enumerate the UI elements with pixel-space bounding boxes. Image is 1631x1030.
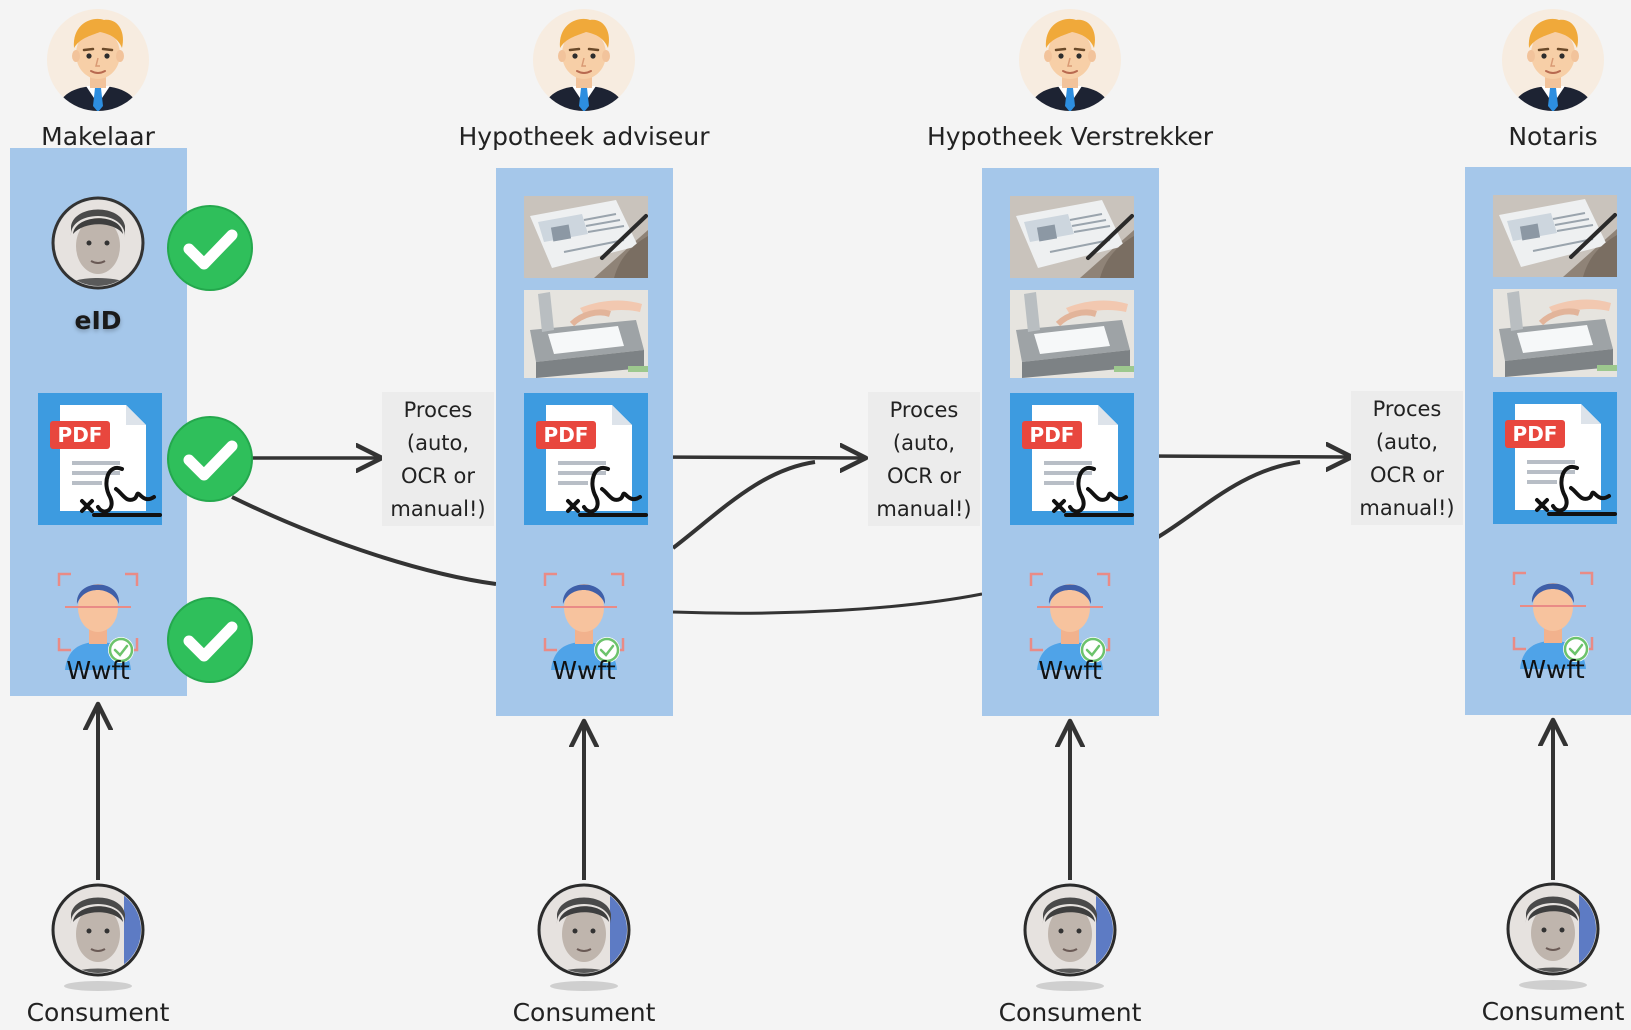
role-label-hypotheek-verstrekker: Hypotheek Verstrekker bbox=[926, 122, 1214, 151]
advisor-avatar-icon bbox=[1018, 8, 1122, 116]
consumer-label: Consument bbox=[26, 998, 170, 1027]
scanner-photo-icon bbox=[1010, 290, 1134, 382]
wwft-label: Wwft bbox=[1521, 655, 1585, 684]
consumer-photo-icon bbox=[48, 882, 148, 996]
process-line: manual!) bbox=[1359, 496, 1455, 520]
svg-text:PDF: PDF bbox=[58, 423, 103, 447]
process-line: (auto, bbox=[1375, 430, 1439, 454]
pdf-signed-icon: PDF bbox=[1010, 393, 1134, 529]
process-line: manual!) bbox=[876, 497, 972, 521]
advisor-avatar-icon bbox=[1501, 8, 1605, 116]
scanner-photo-icon bbox=[1493, 289, 1617, 381]
eid-label: eID bbox=[74, 306, 122, 335]
process-line: (auto, bbox=[892, 431, 956, 455]
svg-text:PDF: PDF bbox=[1030, 423, 1075, 447]
curve-connector bbox=[231, 495, 497, 586]
svg-text:PDF: PDF bbox=[1513, 422, 1558, 446]
curve-connector bbox=[671, 460, 816, 550]
process-line: (auto, bbox=[406, 431, 470, 455]
passport-photo-icon bbox=[1010, 196, 1134, 282]
check-icon bbox=[166, 596, 254, 688]
flow-arrow bbox=[647, 457, 862, 458]
wwft-label: Wwft bbox=[552, 656, 616, 685]
pdf-signed-icon: PDF bbox=[524, 393, 648, 529]
role-label-hypotheek-adviseur: Hypotheek adviseur bbox=[458, 122, 710, 151]
consumer-label: Consument bbox=[1481, 997, 1625, 1026]
curve-connector bbox=[672, 592, 983, 615]
check-icon bbox=[166, 204, 254, 296]
flow-arrow bbox=[1132, 456, 1348, 457]
advisor-avatar-icon bbox=[46, 8, 150, 116]
process-box: Proces (auto, OCR or manual!) bbox=[868, 392, 980, 526]
svg-text:PDF: PDF bbox=[544, 423, 589, 447]
curve-connector bbox=[1156, 460, 1301, 539]
process-line: manual!) bbox=[390, 497, 486, 521]
process-line: OCR or bbox=[401, 464, 475, 488]
consumer-photo-icon bbox=[1020, 882, 1120, 996]
passport-photo-icon bbox=[1493, 195, 1617, 281]
pdf-signed-icon: PDF bbox=[1493, 392, 1617, 528]
face-scan-icon bbox=[1510, 569, 1596, 673]
advisor-avatar-icon bbox=[532, 8, 636, 116]
process-line: Proces bbox=[403, 398, 473, 422]
face-scan-icon bbox=[1027, 570, 1113, 674]
process-line: Proces bbox=[889, 398, 959, 422]
passport-photo-icon bbox=[524, 196, 648, 282]
consumer-photo-icon bbox=[534, 882, 634, 996]
process-box: Proces (auto, OCR or manual!) bbox=[1351, 391, 1463, 525]
consumer-photo-icon bbox=[51, 196, 145, 290]
face-scan-icon bbox=[55, 570, 141, 674]
scanner-photo-icon bbox=[524, 290, 648, 382]
face-scan-icon bbox=[541, 570, 627, 674]
process-box: Proces (auto, OCR or manual!) bbox=[382, 392, 494, 526]
wwft-label: Wwft bbox=[66, 656, 130, 685]
consumer-photo-icon bbox=[1503, 881, 1603, 995]
pdf-signed-icon: PDF bbox=[38, 393, 162, 529]
role-label-makelaar: Makelaar bbox=[41, 122, 155, 151]
consumer-label: Consument bbox=[998, 998, 1142, 1027]
process-line: OCR or bbox=[887, 464, 961, 488]
check-icon bbox=[166, 415, 254, 507]
role-label-notaris: Notaris bbox=[1508, 122, 1598, 151]
process-line: OCR or bbox=[1370, 463, 1444, 487]
wwft-label: Wwft bbox=[1038, 656, 1102, 685]
consumer-label: Consument bbox=[512, 998, 656, 1027]
process-line: Proces bbox=[1372, 397, 1442, 421]
